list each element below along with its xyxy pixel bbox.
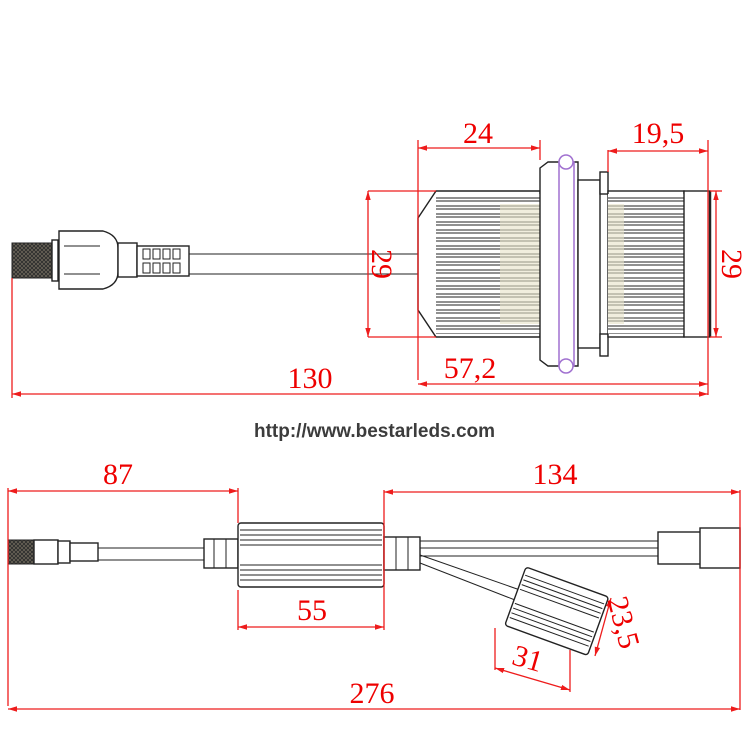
connector-nut	[58, 230, 119, 290]
dim-module-length: 31	[509, 639, 547, 679]
dim-output-cable: 134	[533, 458, 578, 491]
top-view-dimensions: 24 19,5 29 29 57,2 130	[11, 117, 748, 398]
dim-module-width: 23,5	[600, 593, 645, 652]
connector-flange	[51, 239, 59, 282]
bottom-view-assembly	[7, 522, 741, 656]
dim-input-cable: 87	[103, 458, 133, 491]
dim-diameter-right: 29	[715, 249, 748, 279]
dim-heatsink-length: 24	[463, 117, 493, 150]
thread-connector	[11, 242, 53, 279]
small-module	[504, 567, 609, 656]
bottom-view-dimensions: 87 134 55 31 23,5 276	[7, 458, 741, 712]
dim-diameter-left: 29	[365, 249, 398, 279]
top-view-bulb	[11, 154, 712, 374]
input-boot	[69, 542, 99, 562]
driver-housing	[237, 522, 385, 588]
dim-overall-length-bottom: 276	[350, 677, 395, 710]
end-cap	[683, 190, 711, 338]
boot-grip-slots	[142, 248, 181, 274]
input-thread-connector	[7, 539, 35, 565]
website-url: http://www.bestarleds.com	[253, 421, 496, 442]
dim-cap-length: 19,5	[632, 117, 685, 150]
dim-overall-length-top: 130	[288, 362, 333, 395]
dim-driver-length: 55	[297, 594, 327, 627]
dim-body-length: 57,2	[444, 352, 497, 385]
output-connector	[657, 531, 703, 565]
